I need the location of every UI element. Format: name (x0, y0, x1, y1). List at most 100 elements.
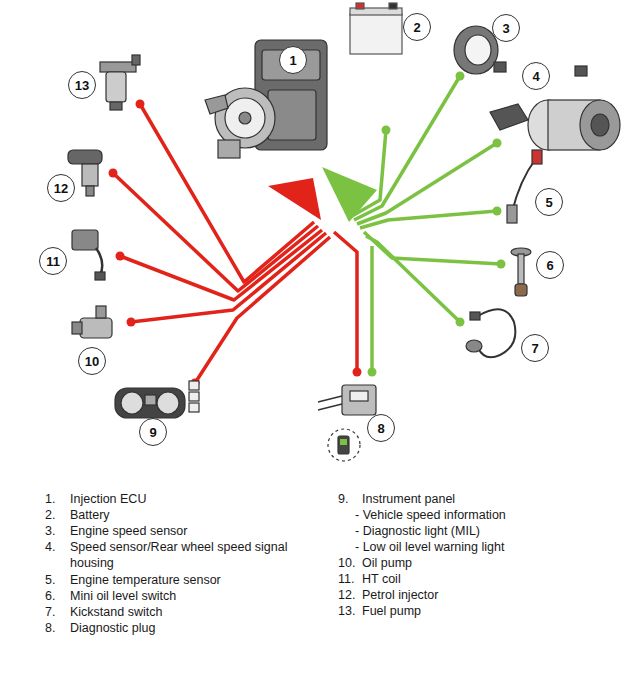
oil-pump-picture (72, 306, 112, 338)
part-name: Diagnostic plug (70, 620, 155, 636)
ecu-picture-part (218, 140, 240, 158)
callout-number: 3 (492, 14, 520, 42)
callout-number-text: 8 (377, 422, 384, 435)
part-name: Battery (70, 507, 110, 523)
green-wires (352, 76, 501, 372)
green-wire-ends-part (368, 368, 377, 377)
ecu-picture-part (262, 50, 320, 80)
oil-pump-picture-part (72, 322, 82, 334)
list-number: 3. (45, 523, 55, 539)
callout-number: 10 (78, 347, 106, 375)
part-name: Kickstand switch (70, 604, 162, 620)
ht-coil-picture (72, 230, 105, 280)
instrument-panel-picture-part (157, 392, 179, 414)
injector-picture-part (86, 186, 94, 196)
engine-speed-sensor-picture-part (465, 35, 491, 65)
battery-picture-part (356, 3, 364, 9)
instrument-panel-picture (115, 381, 199, 418)
green-arrow (322, 167, 377, 222)
part-name: Petrol injector (362, 587, 438, 603)
red-wire-ends-part (109, 169, 118, 178)
part-name: Fuel pump (362, 603, 421, 619)
red-wire-ends-part (127, 318, 136, 327)
callout-number: 12 (47, 174, 75, 202)
part-name: Engine temperature sensor (70, 572, 221, 588)
list-number: 2. (45, 507, 55, 523)
list-number: 11. (338, 571, 354, 587)
red-wires-part (195, 237, 330, 383)
part-name: Speed sensor/Rear wheel speed signal hou… (70, 539, 302, 571)
temperature-sensor-picture-part (532, 150, 542, 164)
callout-number: 7 (521, 334, 549, 362)
part-name: Injection ECU (70, 491, 146, 507)
oil-level-switch-picture (511, 248, 531, 296)
instrument-panel-picture-part (115, 388, 185, 418)
callout-number: 1 (279, 46, 307, 74)
fuel-pump-picture-part (106, 72, 126, 102)
speed-sensor-picture-part (580, 100, 620, 150)
instrument-panel-picture-part (189, 381, 199, 390)
battery-picture-part (350, 14, 402, 54)
speed-sensor-picture-part (591, 114, 609, 136)
callout-number-text: 10 (85, 355, 99, 368)
callout-number-text: 13 (75, 79, 89, 92)
fuel-pump-picture-part (110, 102, 122, 110)
part-name: - Diagnostic light (MIL) (355, 523, 480, 539)
list-number: 13. (338, 603, 355, 619)
green-wire-ends-part (493, 207, 502, 216)
green-wire-ends (368, 72, 506, 377)
oil-pump-picture-part (96, 306, 106, 318)
green-wire-ends-part (382, 126, 391, 135)
callout-number-text: 7 (531, 342, 538, 355)
green-wire-ends-part (456, 72, 465, 81)
green-wire-ends-part (497, 260, 506, 269)
speed-sensor-picture-part (575, 66, 587, 76)
list-number: 1. (45, 491, 55, 507)
red-wires-part (131, 233, 326, 322)
callout-number-text: 3 (502, 22, 509, 35)
part-name: HT coil (362, 571, 401, 587)
kickstand-switch-picture-part (466, 340, 482, 352)
kickstand-switch-picture-part (470, 312, 480, 320)
green-wire-ends-part (493, 139, 502, 148)
ecu-picture-part (239, 112, 251, 124)
battery-picture (350, 3, 402, 54)
diagnostic-plug-picture-part (328, 429, 360, 461)
red-wires-part (120, 230, 322, 300)
callout-number-text: 1 (289, 54, 296, 67)
list-number: 10. (338, 555, 355, 571)
callout-number: 11 (39, 247, 67, 275)
callout-number-text: 6 (546, 259, 553, 272)
callout-number: 13 (68, 71, 96, 99)
ht-coil-picture-part (72, 230, 98, 250)
fuel-pump-picture-part (100, 62, 136, 72)
speed-sensor-picture (490, 66, 620, 150)
red-wire-ends-part (116, 252, 125, 261)
temperature-sensor-picture (507, 150, 542, 223)
ecu-picture-part (205, 95, 228, 114)
green-wire-ends-part (456, 318, 465, 327)
list-number: 9. (338, 491, 348, 507)
ecu-picture-part (225, 98, 265, 138)
oil-pump-picture-part (80, 318, 112, 338)
callout-number: 9 (139, 418, 167, 446)
green-wires-part (360, 211, 497, 228)
fuel-pump-picture (100, 55, 140, 110)
instrument-panel-picture-part (189, 392, 199, 401)
part-name: - Low oil level warning light (355, 539, 504, 555)
temperature-sensor-picture-part (512, 160, 535, 212)
list-number: 4. (45, 539, 55, 555)
part-name: - Vehicle speed information (355, 507, 506, 523)
ecu-picture (205, 40, 327, 158)
kickstand-switch-picture-part (478, 309, 515, 357)
callout-number-text: 11 (46, 255, 60, 268)
oil-level-switch-picture-part (518, 254, 524, 284)
speed-sensor-picture-part (490, 104, 528, 130)
kickstand-switch-picture (466, 309, 515, 357)
list-number: 6. (45, 588, 55, 604)
instrument-panel-picture-part (145, 395, 156, 405)
red-arrow (268, 178, 321, 220)
diagnostic-plug-picture-part (338, 436, 349, 454)
engine-speed-sensor-picture-part (494, 62, 506, 72)
callout-number: 8 (367, 414, 395, 442)
